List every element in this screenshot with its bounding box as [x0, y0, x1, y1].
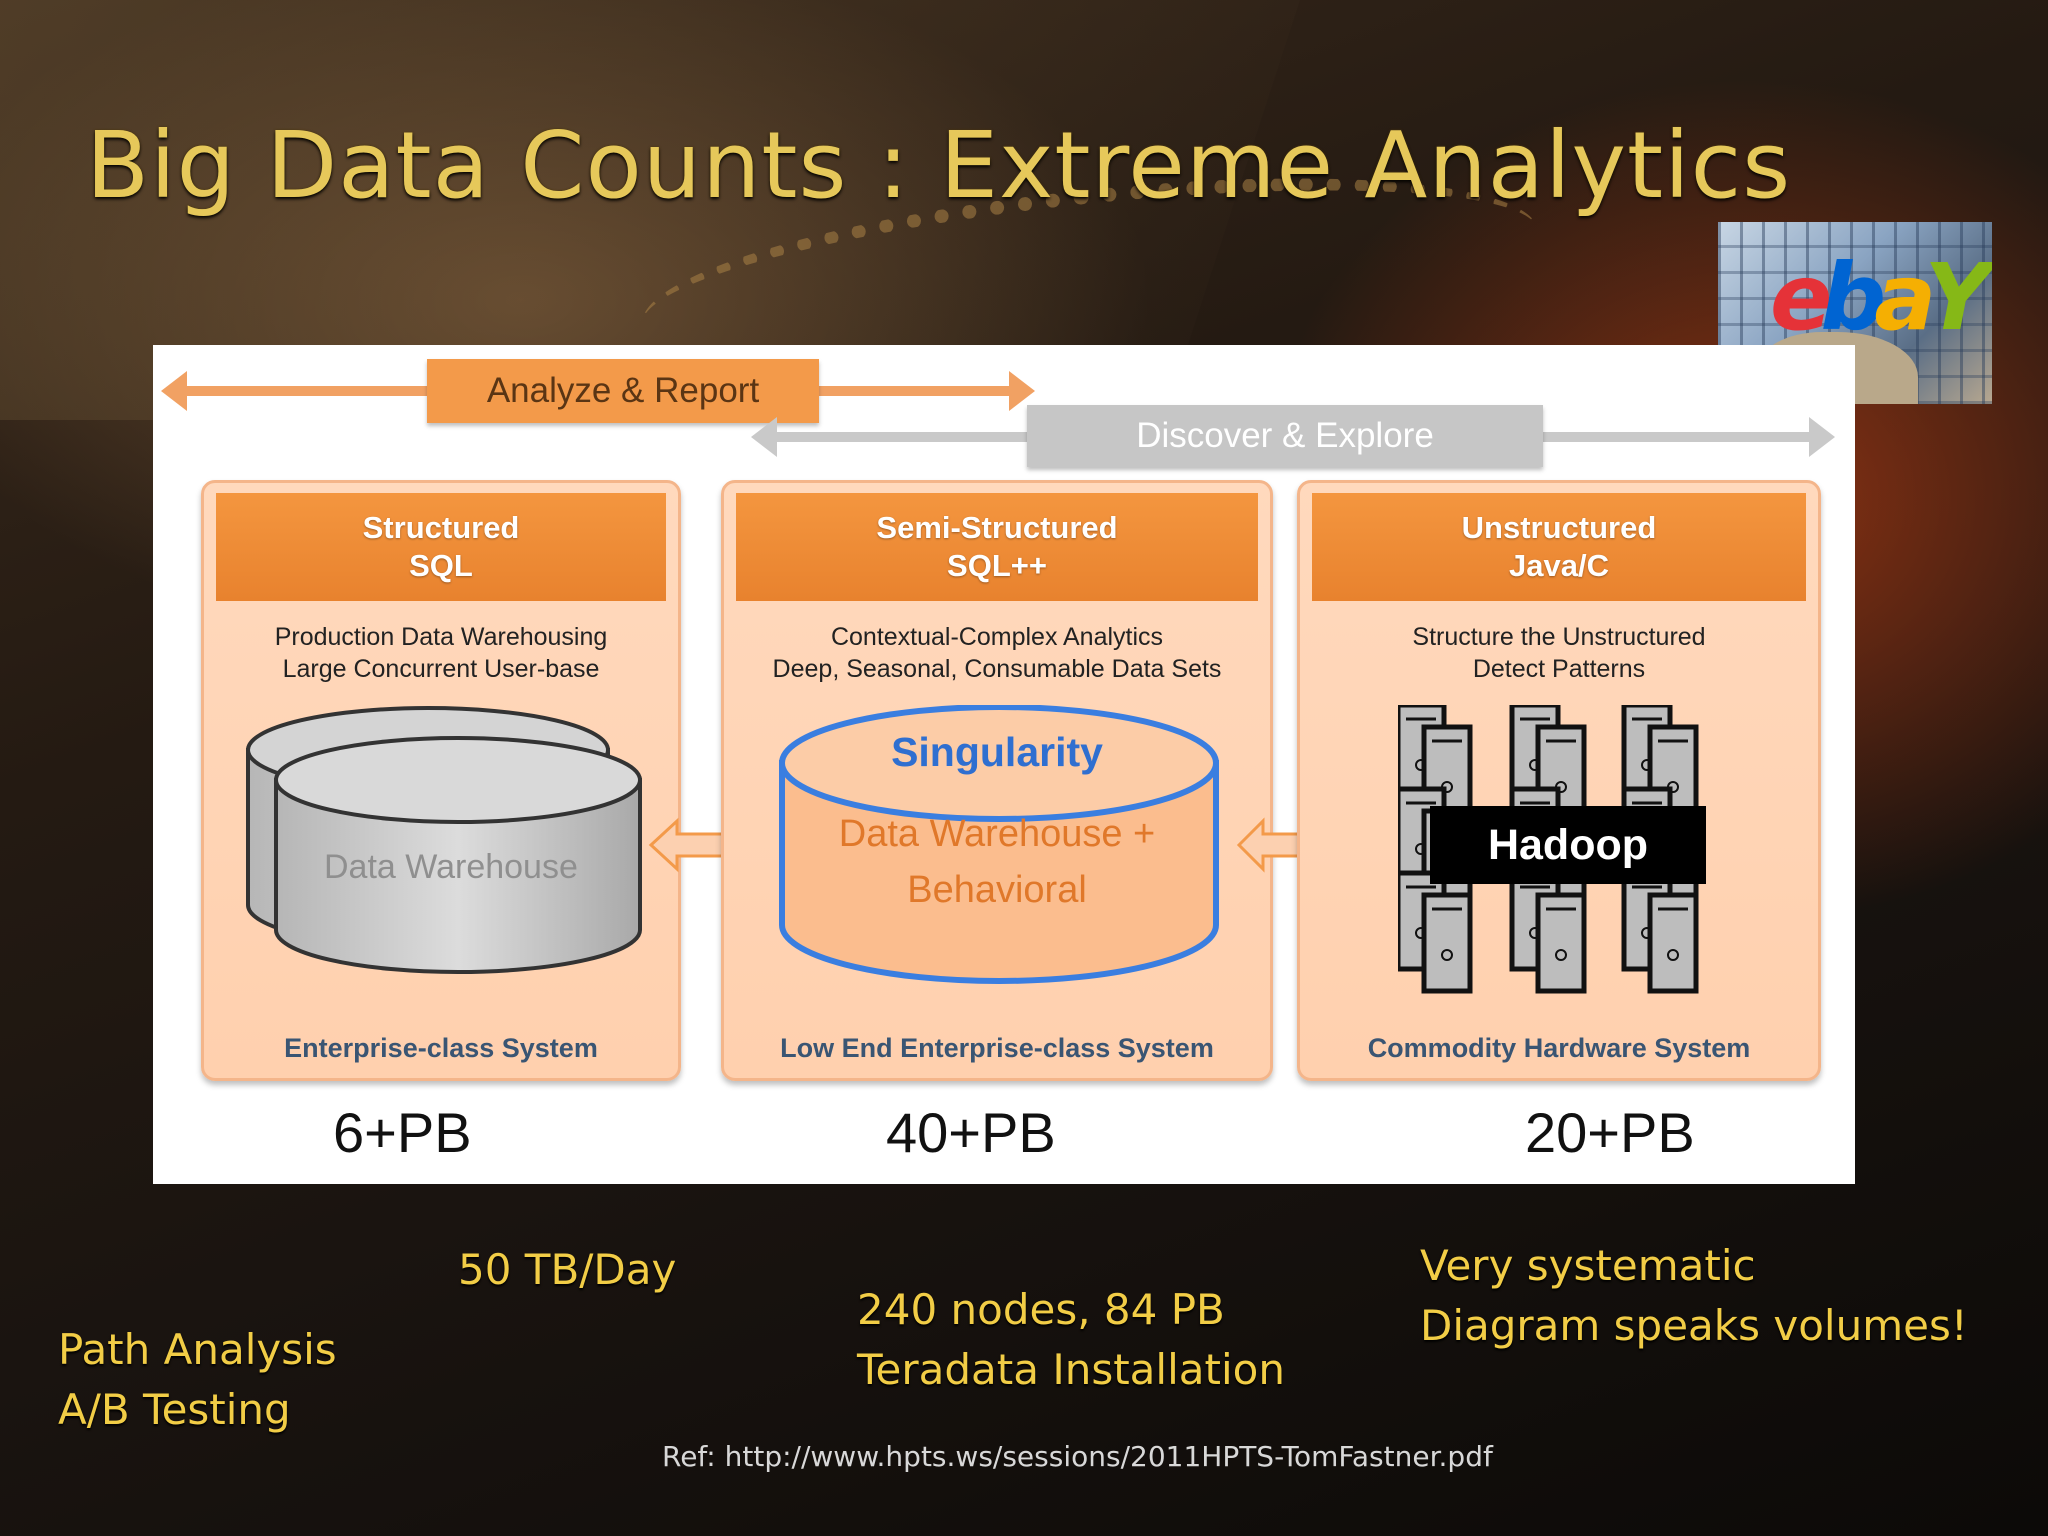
unstructured-column: Unstructured Java/C Structure the Unstru…	[1297, 480, 1821, 1081]
analyze-report-label: Analyze & Report	[427, 359, 819, 423]
semi-structured-header: Semi-Structured SQL++	[736, 493, 1258, 601]
ab-testing-text: A/B Testing	[58, 1385, 291, 1434]
semi-structured-desc-line2: Deep, Seasonal, Consumable Data Sets	[772, 655, 1222, 683]
structured-volume: 6+PB	[333, 1101, 472, 1164]
path-analysis-note: Path Analysis A/B Testing	[58, 1320, 337, 1440]
discover-arrow-right-head	[1809, 417, 1835, 457]
unstructured-desc-line2: Detect Patterns	[1472, 655, 1646, 683]
unstructured-desc-line1: Structure the Unstructured	[1412, 623, 1706, 651]
unstructured-footer: Commodity Hardware System	[1367, 1033, 1751, 1063]
server-unit-icon	[1535, 892, 1587, 994]
teradata-note: 240 nodes, 84 PB Teradata Installation	[857, 1280, 1285, 1400]
nodes-text: 240 nodes, 84 PB	[857, 1285, 1225, 1334]
semi-structured-volume: 40+PB	[886, 1101, 1056, 1164]
structured-header-line1: Structured	[362, 510, 520, 545]
singularity-title: Singularity	[891, 729, 1103, 775]
unstructured-header-line2: Java/C	[1509, 548, 1609, 583]
semi-structured-desc-line1: Contextual-Complex Analytics	[830, 623, 1164, 651]
structured-column: Structured SQL Production Data Warehousi…	[201, 480, 681, 1081]
tb-per-day-note: 50 TB/Day	[458, 1245, 677, 1294]
data-warehouse-cylinders-icon	[246, 706, 642, 974]
analyze-arrow-left-head	[161, 371, 187, 411]
hadoop-label: Hadoop	[1430, 806, 1706, 884]
discover-explore-label: Discover & Explore	[1027, 405, 1543, 467]
structured-footer: Enterprise-class System	[284, 1033, 598, 1063]
structured-header: Structured SQL	[216, 493, 666, 601]
unstructured-volume: 20+PB	[1525, 1101, 1695, 1164]
structured-desc-line1: Production Data Warehousing	[274, 623, 608, 651]
structured-desc-line2: Large Concurrent User-base	[282, 655, 600, 683]
data-warehouse-label: Data Warehouse	[324, 848, 578, 886]
path-analysis-text: Path Analysis	[58, 1325, 337, 1374]
server-unit-icon	[1421, 892, 1473, 994]
singularity-cylinder-icon	[779, 705, 1219, 984]
semi-structured-header-line2: SQL++	[947, 548, 1047, 583]
semi-structured-footer: Low End Enterprise-class System	[780, 1033, 1214, 1063]
semi-structured-column: Semi-Structured SQL++ Contextual-Complex…	[721, 480, 1273, 1081]
analyze-arrow-right-head	[1009, 371, 1035, 411]
semi-structured-description: Contextual-Complex Analytics Deep, Seaso…	[724, 621, 1270, 685]
singularity-body-line1: Data Warehouse +	[838, 813, 1156, 855]
diagram-speaks-text: Diagram speaks volumes!	[1420, 1301, 1968, 1350]
singularity-body: Data Warehouse + Behavioral	[724, 806, 1270, 918]
teradata-text: Teradata Installation	[857, 1345, 1285, 1394]
ebay-logo-image: ebaY	[1718, 222, 1992, 404]
unstructured-header: Unstructured Java/C	[1312, 493, 1806, 601]
ebay-logo-text: ebaY	[1770, 244, 1991, 351]
semi-structured-header-line1: Semi-Structured	[876, 510, 1118, 545]
structured-header-line2: SQL	[409, 548, 473, 583]
reference-text: Ref: http://www.hpts.ws/sessions/2011HPT…	[662, 1440, 1493, 1473]
discover-arrow-left-head	[751, 417, 777, 457]
structured-description: Production Data Warehousing Large Concur…	[204, 621, 678, 685]
systematic-text: Very systematic	[1420, 1241, 1756, 1290]
server-unit-icon	[1647, 892, 1699, 994]
diagram-panel: Analyze & Report Discover & Explore Stru…	[153, 345, 1855, 1184]
unstructured-header-line1: Unstructured	[1461, 510, 1657, 545]
slide-title: Big Data Counts : Extreme Analytics	[86, 112, 1792, 219]
systematic-note: Very systematic Diagram speaks volumes!	[1420, 1236, 1968, 1356]
unstructured-description: Structure the Unstructured Detect Patter…	[1300, 621, 1818, 685]
singularity-body-line2: Behavioral	[907, 869, 1087, 911]
